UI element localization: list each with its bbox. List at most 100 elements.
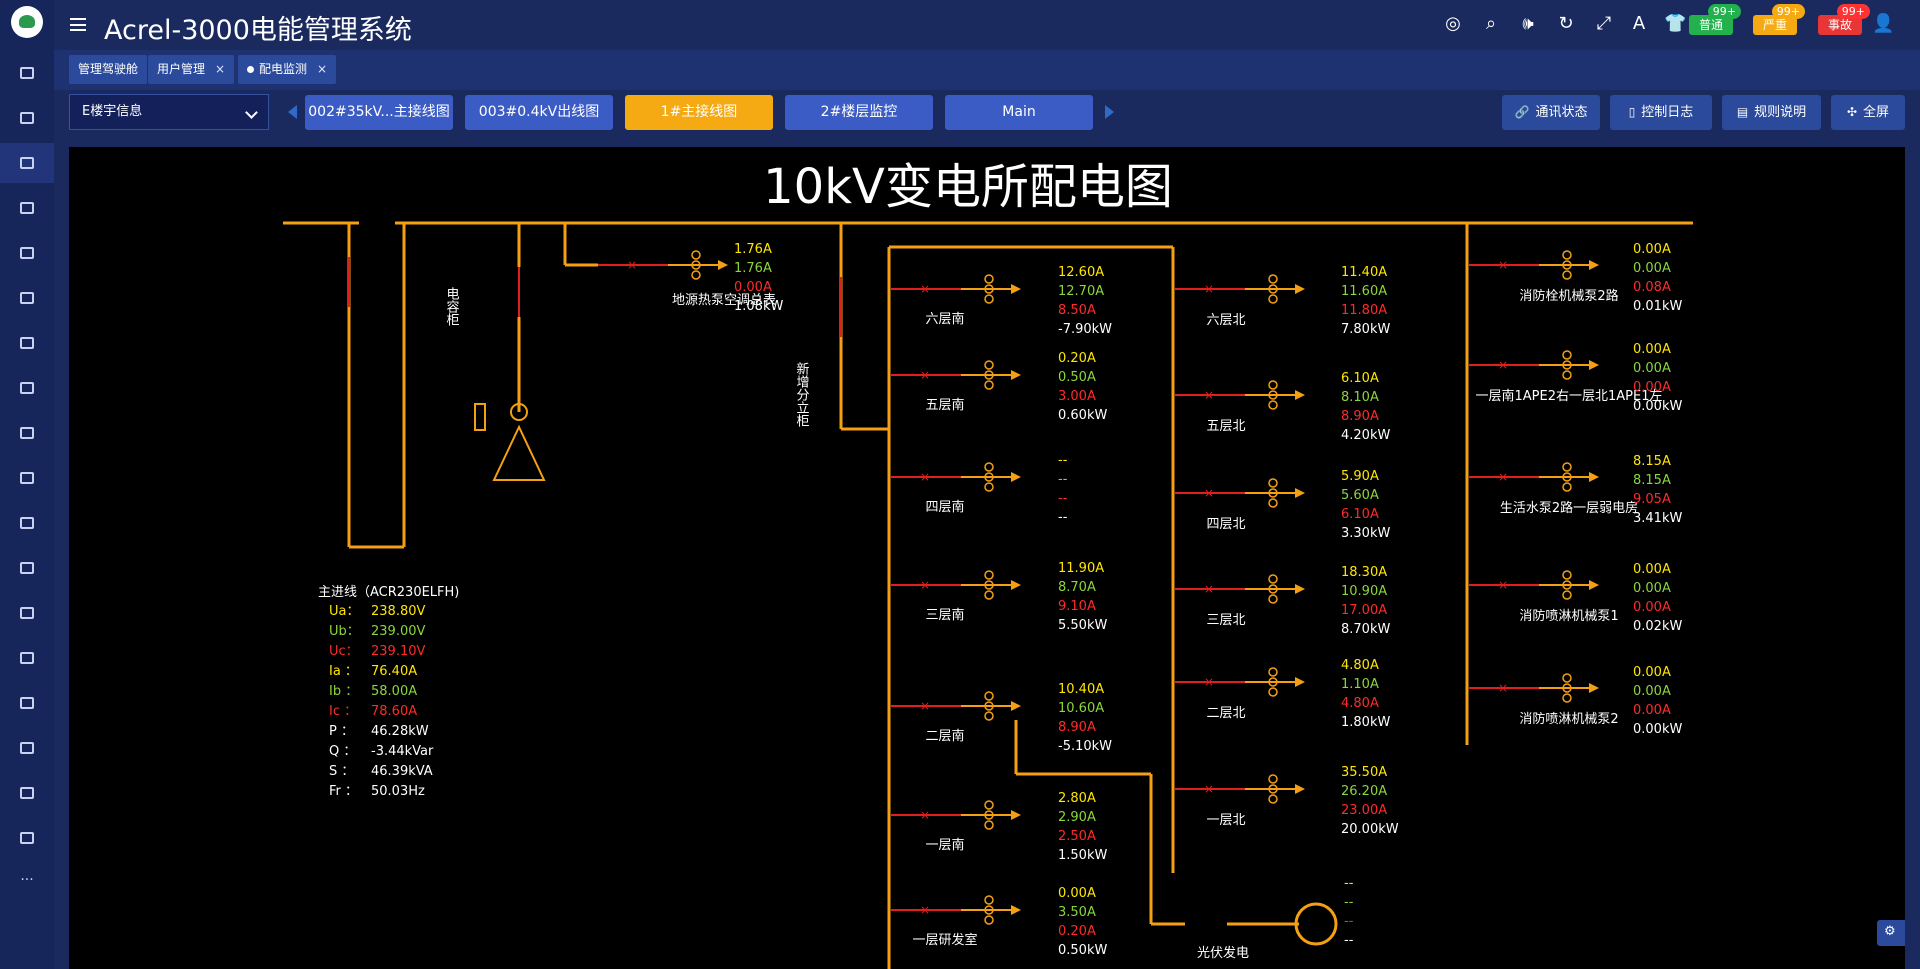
feeder-solar[interactable]: 光伏发电-------- xyxy=(1197,876,1354,961)
view-35kv-button[interactable]: 002#35kV...主接线图 xyxy=(305,95,453,130)
sidebar-item-building[interactable] xyxy=(0,818,54,858)
control-log-button[interactable]: ▯控制日志 xyxy=(1610,95,1712,130)
scroll-left-icon[interactable] xyxy=(288,105,297,119)
feeder-reading: -- xyxy=(1344,933,1354,948)
tab-dashboard[interactable]: 管理驾驶舱 xyxy=(69,55,148,84)
view-main-button[interactable]: Main xyxy=(945,95,1093,130)
sidebar-item-monitor[interactable] xyxy=(0,53,54,93)
report-icon xyxy=(20,202,34,214)
theme-icon[interactable]: 👕 xyxy=(1664,13,1687,34)
building-select[interactable]: E楼宇信息 xyxy=(69,94,269,130)
user-icon[interactable]: 👤 xyxy=(1872,13,1895,34)
diagram-title: 10kV变电所配电图 xyxy=(763,159,1173,215)
sidebar-item-cabinet[interactable] xyxy=(0,638,54,678)
breaker-icon: × xyxy=(1498,258,1508,272)
feeder-name: 二层北 xyxy=(1206,706,1245,721)
feeder-reading: 0.00A xyxy=(1633,684,1671,699)
tab-user-management[interactable]: 用户管理× xyxy=(148,55,235,84)
feeder-reading: 0.00kW xyxy=(1633,722,1682,737)
app-logo[interactable] xyxy=(11,6,43,38)
close-icon[interactable]: × xyxy=(215,62,226,76)
sidebar-item-lighting[interactable] xyxy=(0,503,54,543)
alert-serious-button[interactable]: 严重 99+ xyxy=(1753,4,1805,35)
fullscreen-button[interactable]: ✣全屏 xyxy=(1831,95,1905,130)
feeder-reading: -- xyxy=(1344,895,1354,910)
sidebar-item-camera[interactable] xyxy=(0,728,54,768)
view-04kv-button[interactable]: 003#0.4kV出线图 xyxy=(465,95,613,130)
sidebar-item-meter[interactable] xyxy=(0,548,54,588)
sidebar-item-device[interactable] xyxy=(0,413,54,453)
feeder-reading: 0.00A xyxy=(1633,600,1671,615)
sidebar-item-grid[interactable] xyxy=(0,593,54,633)
breaker-icon: × xyxy=(1498,578,1508,592)
feeder-south-2[interactable]: ×四层南-------- xyxy=(891,453,1068,525)
search-icon[interactable]: ⌕ xyxy=(1485,13,1497,34)
sidebar-item-home[interactable] xyxy=(0,98,54,138)
bulb-icon xyxy=(20,517,34,529)
sidebar-more[interactable]: ··· xyxy=(0,860,54,900)
translate-icon[interactable]: A xyxy=(1632,13,1646,34)
cabinet-icon xyxy=(20,652,34,664)
sidebar-item-trend[interactable] xyxy=(0,323,54,363)
feeder-reading: 12.70A xyxy=(1058,284,1104,299)
alarm-icon xyxy=(20,247,34,259)
refresh-icon[interactable]: ↻ xyxy=(1558,13,1574,34)
feeder-reading: 0.00A xyxy=(1633,703,1671,718)
alert-accident-button[interactable]: 事故 99+ xyxy=(1818,4,1870,35)
view-main-wiring-button[interactable]: 1#主接线图 xyxy=(625,95,773,130)
help-icon[interactable]: ◎ xyxy=(1445,13,1461,34)
extinguisher-icon xyxy=(20,697,34,709)
feeder-reading: 8.70A xyxy=(1058,580,1096,595)
sidebar-item-list[interactable] xyxy=(0,773,54,813)
feeder-reading: 6.10A xyxy=(1341,371,1379,386)
scroll-right-icon[interactable] xyxy=(1105,105,1114,119)
alert-normal-button[interactable]: 普通 99+ xyxy=(1689,4,1741,35)
feeder-name: 二层南 xyxy=(925,728,964,744)
rules-button[interactable]: ▤规则说明 xyxy=(1722,95,1821,130)
feeder-reading: 0.20A xyxy=(1058,924,1096,939)
wiring-diagram: 10kV变电所配电图 xyxy=(69,147,1905,969)
view-floor-monitor-button[interactable]: 2#楼层监控 xyxy=(785,95,933,130)
sidebar-item-fire[interactable] xyxy=(0,683,54,723)
feeder-reading: -5.10kW xyxy=(1058,739,1112,754)
feeder-reading: 35.50A xyxy=(1341,765,1387,780)
fullscreen-icon[interactable]: ⤢ xyxy=(1596,13,1612,34)
volume-icon[interactable]: 🕪 xyxy=(1522,13,1534,34)
main-line-panel: 主进线（ACR230ELFH) Ua：238.80VUb：239.00VUc：2… xyxy=(318,585,459,799)
feeder-reading: 11.60A xyxy=(1341,284,1387,299)
feeder-name: 生活水泵2路一层弱电房 xyxy=(1500,500,1638,516)
sidebar-item-statistics[interactable] xyxy=(0,278,54,318)
menu-icon[interactable] xyxy=(70,18,86,31)
close-icon[interactable]: × xyxy=(317,62,328,76)
feeder-reading: 0.00A xyxy=(1633,342,1671,357)
sidebar-item-energy[interactable] xyxy=(0,143,54,183)
sidebar-item-curve[interactable] xyxy=(0,458,54,498)
sidebar-item-analysis[interactable] xyxy=(0,368,54,408)
settings-handle[interactable] xyxy=(1877,920,1905,946)
sidebar-item-report[interactable] xyxy=(0,188,54,228)
feeder-reading: 0.00A xyxy=(1633,562,1671,577)
feeder-reading: 8.90A xyxy=(1341,409,1379,424)
app-header: Acrel-3000电能管理系统 ◎ ⌕ 🕪 ↻ ⤢ A 👕 普通 99+ 严重… xyxy=(54,0,1920,50)
comm-status-button[interactable]: 🔗通讯状态 xyxy=(1502,95,1600,130)
tab-power-monitor[interactable]: 配电监测× xyxy=(238,55,337,84)
sidebar-item-alarm[interactable] xyxy=(0,233,54,273)
